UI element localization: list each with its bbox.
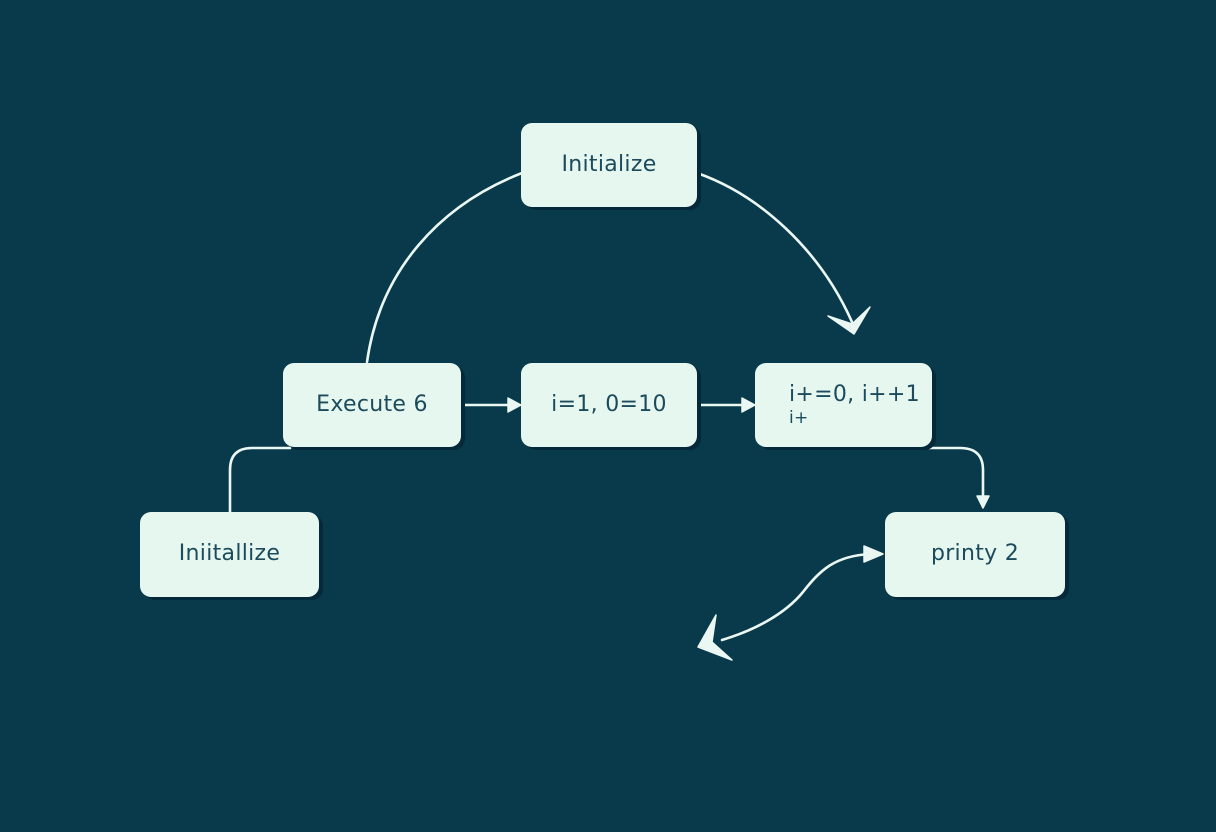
node-initialize-left-label: Iniitallize <box>178 541 281 567</box>
edge-execute-to-init-left <box>228 446 292 514</box>
arrowhead-execute-to-condition <box>507 397 522 413</box>
node-initialize-top[interactable]: Initialize <box>521 123 697 207</box>
arrowhead-print-curve-end <box>863 545 884 563</box>
node-increment-sublabel: i+ <box>789 407 809 428</box>
node-initialize-left[interactable]: Iniitallize <box>140 512 319 597</box>
node-condition[interactable]: i=1, 0=10 <box>521 363 697 447</box>
node-initialize-top-label: Initialize <box>561 151 657 177</box>
edge-print-curve <box>720 552 872 642</box>
arrowhead-increment-to-print <box>976 495 990 509</box>
node-print[interactable]: printy 2 <box>885 512 1065 597</box>
node-print-label: printy 2 <box>930 541 1020 567</box>
arrowhead-print-curve-start <box>697 614 733 661</box>
node-condition-label: i=1, 0=10 <box>551 391 667 417</box>
node-execute-label: Execute 6 <box>316 391 428 417</box>
node-increment[interactable]: i+=0, i++1 i+ <box>755 363 932 447</box>
edge-increment-to-print <box>923 446 985 502</box>
edge-execute-to-initialize <box>365 171 524 364</box>
arrowhead-initialize-to-increment <box>827 306 871 335</box>
node-increment-label: i+=0, i++1 <box>789 381 920 407</box>
arrowhead-condition-to-increment <box>741 397 756 413</box>
node-execute[interactable]: Execute 6 <box>283 363 461 447</box>
edge-initialize-to-increment <box>695 171 854 324</box>
